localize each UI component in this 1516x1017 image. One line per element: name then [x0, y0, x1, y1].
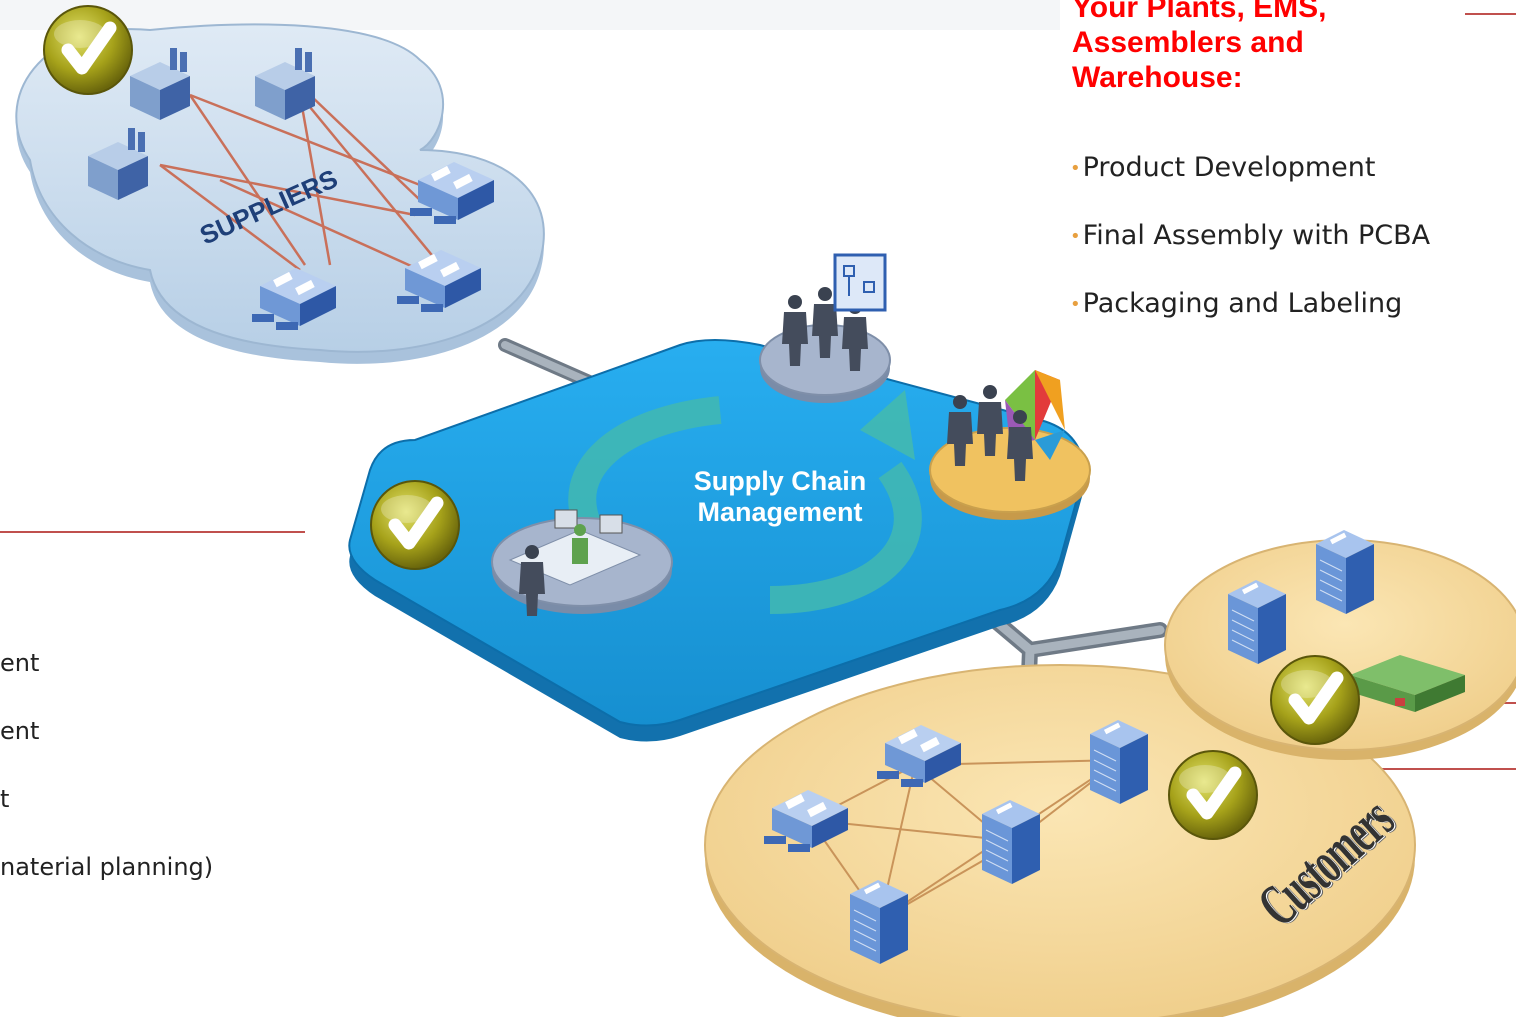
list-item-text: ent	[0, 649, 40, 677]
check-icon	[1271, 656, 1359, 744]
heading-line: Assemblers and	[1072, 26, 1304, 59]
scm-label-line: Management	[697, 497, 863, 527]
office-building-icon	[1227, 579, 1287, 665]
heading-line: Your Plants, EMS,	[1072, 0, 1327, 24]
list-item: •Packaging and Labeling	[1070, 286, 1430, 354]
list-item-text: naterial planning)	[0, 853, 214, 881]
top-band	[0, 0, 1060, 30]
plants-bullet-list: •Product Development •Final Assembly wit…	[1070, 150, 1430, 354]
heading-line: Warehouse:	[1072, 61, 1243, 94]
bullet-icon: •	[1070, 158, 1081, 179]
check-icon	[1169, 751, 1257, 839]
supplier-flow-arrows	[159, 93, 441, 272]
list-item: •Final Assembly with PCBA	[1070, 218, 1430, 286]
check-icon	[371, 481, 459, 569]
list-item-text: ent	[0, 717, 40, 745]
org-chart-icon	[833, 253, 887, 312]
workstation-icon	[508, 509, 642, 616]
office-building-icon	[849, 879, 909, 965]
management-bullet-list: ent ent t naterial planning)	[0, 645, 213, 917]
office-building-icon	[981, 799, 1041, 885]
list-item: ent	[0, 713, 213, 781]
bullet-icon: •	[1070, 226, 1081, 247]
plants-heading: Your Plants, EMS, Assemblers and Warehou…	[1072, 0, 1432, 95]
list-item: t	[0, 781, 213, 849]
office-building-icon	[1089, 719, 1149, 805]
list-item: •Product Development	[1070, 150, 1430, 218]
list-item-text: Final Assembly with PCBA	[1082, 220, 1431, 251]
list-item-text: Product Development	[1082, 152, 1376, 183]
list-item: naterial planning)	[0, 849, 213, 917]
scm-label-line: Supply Chain	[693, 466, 867, 496]
list-item: ent	[0, 645, 213, 713]
check-icon	[44, 6, 132, 94]
office-building-icon	[1315, 529, 1375, 615]
bullet-icon: •	[1070, 294, 1081, 315]
list-item-text: t	[0, 785, 10, 813]
scm-label: Supply Chain Management	[650, 466, 910, 528]
list-item-text: Packaging and Labeling	[1082, 288, 1403, 319]
warehouse-icon	[1350, 655, 1465, 712]
